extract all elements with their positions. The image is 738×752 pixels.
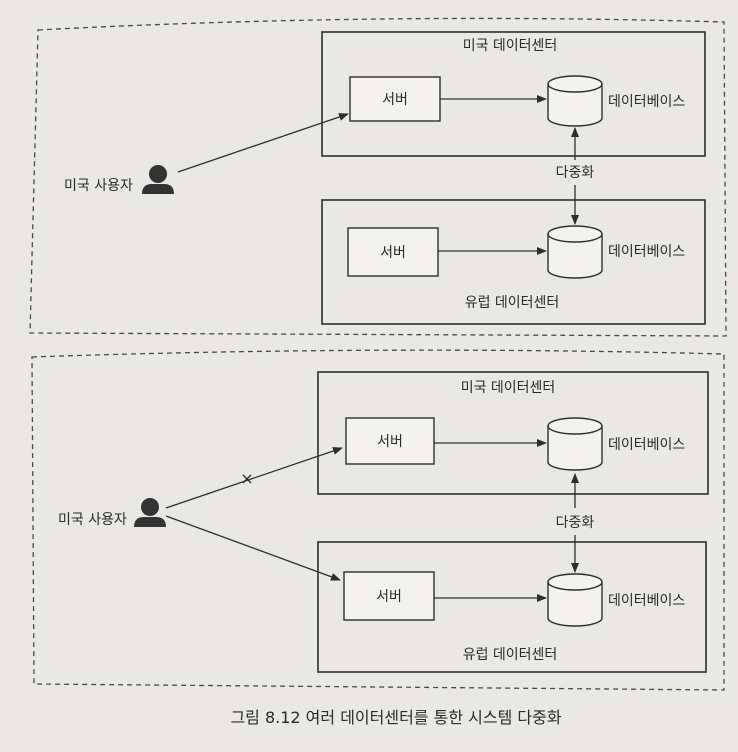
bottom-eu-datacenter-label: 유럽 데이터센터 — [463, 647, 558, 663]
top-scenario: 미국 데이터센터 서버 데이터베이스 다중화 서버 데이터베이스 유럽 — [29, 17, 727, 337]
top-us-server — [349, 76, 441, 122]
bottom-us-server — [345, 417, 435, 465]
bottom-user-icon — [134, 498, 166, 527]
bottom-scenario: 미국 데이터센터 서버 데이터베이스 다중화 서버 데이터베이스 유럽 — [31, 349, 725, 691]
top-user-label: 미국 사용자 — [64, 178, 133, 194]
bottom-dashed-frame — [31, 349, 725, 691]
top-us-datacenter-label: 미국 데이터센터 — [463, 38, 558, 54]
bottom-eu-database-icon — [547, 573, 603, 627]
top-eu-database-label: 데이터베이스 — [608, 244, 685, 260]
bottom-us-server-label: 서버 — [377, 434, 403, 450]
bottom-eu-server — [343, 571, 435, 621]
top-dashed-frame — [29, 17, 727, 337]
failed-link-mark: × — [240, 469, 253, 488]
top-eu-datacenter: 서버 데이터베이스 유럽 데이터센터 — [321, 199, 706, 325]
top-us-datacenter: 미국 데이터센터 서버 데이터베이스 — [321, 31, 706, 157]
bottom-us-datacenter-label: 미국 데이터센터 — [461, 380, 556, 396]
bottom-user-to-us-server-failed-arrow — [165, 447, 343, 509]
bottom-us-database-icon — [547, 417, 603, 471]
top-user-to-us-server-arrow — [177, 113, 349, 173]
top-us-server-label: 서버 — [382, 92, 408, 108]
bottom-replication-label: 다중화 — [556, 515, 595, 531]
figure-caption: 그림 8.12 여러 데이터센터를 통한 시스템 다중화 — [230, 708, 561, 727]
bottom-us-database-label: 데이터베이스 — [608, 437, 685, 453]
top-us-database-icon — [547, 75, 603, 127]
bottom-eu-database-label: 데이터베이스 — [608, 593, 685, 609]
top-replication-label: 다중화 — [556, 165, 595, 181]
top-eu-datacenter-label: 유럽 데이터센터 — [465, 295, 560, 311]
bottom-us-datacenter: 미국 데이터센터 서버 데이터베이스 — [317, 371, 709, 495]
top-eu-datacenter-box — [321, 199, 706, 325]
bottom-eu-datacenter: 서버 데이터베이스 유럽 데이터센터 — [317, 541, 707, 673]
bottom-us-datacenter-box — [317, 371, 709, 495]
top-us-datacenter-box — [321, 31, 706, 157]
top-user-icon — [142, 165, 174, 194]
top-eu-server — [347, 227, 439, 277]
bottom-eu-datacenter-box — [317, 541, 707, 673]
bottom-user-label: 미국 사용자 — [58, 512, 127, 528]
top-us-database-label: 데이터베이스 — [608, 94, 685, 110]
bottom-user-to-eu-server-arrow — [165, 515, 341, 581]
top-eu-database-icon — [547, 225, 603, 279]
bottom-eu-server-label: 서버 — [376, 589, 402, 605]
top-eu-server-label: 서버 — [380, 245, 406, 261]
